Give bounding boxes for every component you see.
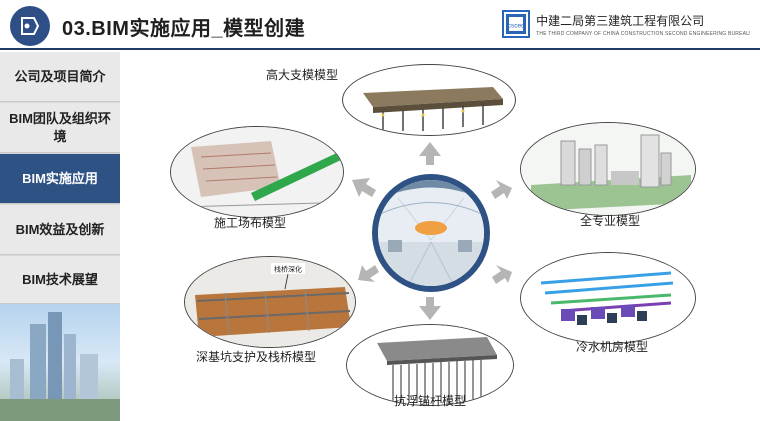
model-label-site-layout: 施工场布模型 bbox=[214, 216, 287, 230]
model-chiller-room[interactable] bbox=[520, 252, 696, 344]
model-label-formwork: 高大支模模型 bbox=[266, 68, 339, 82]
app-logo-icon bbox=[10, 6, 50, 46]
model-formwork[interactable] bbox=[342, 64, 516, 136]
company-logo-text: cscec bbox=[508, 23, 525, 30]
sidebar-item-bim-team[interactable]: BIM团队及组织环境 bbox=[0, 103, 120, 153]
bridge-tag-label: 栈桥深化 bbox=[274, 265, 302, 274]
sidebar-item-label: BIM实施应用 bbox=[22, 170, 98, 186]
sidebar-item-label: BIM技术展望 bbox=[22, 271, 98, 287]
sidebar-item-label: 公司及项目简介 bbox=[14, 68, 106, 84]
center-hub-image bbox=[378, 180, 484, 286]
center-hub bbox=[372, 174, 490, 292]
arrow-up-icon bbox=[419, 142, 441, 165]
arrow-down-icon bbox=[419, 297, 441, 320]
model-anchor-rod[interactable] bbox=[346, 324, 514, 406]
sidebar: 公司及项目简介 BIM团队及组织环境 BIM实施应用 BIM效益及创新 BIM技… bbox=[0, 52, 120, 421]
sidebar-item-label: BIM效益及创新 bbox=[15, 221, 105, 237]
page-title: 03.BIM实施应用_模型创建 bbox=[62, 18, 306, 40]
sidebar-item-label: BIM团队及组织环境 bbox=[9, 110, 111, 144]
model-foundation-pit[interactable]: 栈桥深化 bbox=[184, 256, 356, 348]
sidebar-item-bim-application[interactable]: BIM实施应用 bbox=[0, 154, 120, 204]
city-skyline-image bbox=[0, 304, 120, 421]
company-logo-icon: cscec bbox=[502, 10, 531, 38]
model-diagram: 高大支模模型 施工场布模型 bbox=[120, 52, 760, 421]
arrow-lower-left-icon bbox=[358, 265, 379, 282]
arrow-upper-right-icon bbox=[491, 180, 512, 199]
sidebar-item-company-intro[interactable]: 公司及项目简介 bbox=[0, 52, 120, 102]
model-label-foundation-pit: 深基坑支护及栈桥模型 bbox=[196, 350, 317, 364]
sidebar-item-bim-outlook[interactable]: BIM技术展望 bbox=[0, 256, 120, 304]
direction-arrows bbox=[352, 142, 512, 320]
header-bar: 03.BIM实施应用_模型创建 cscec 中建二局第三建筑工程有限公司 THE… bbox=[0, 0, 760, 50]
model-site-layout[interactable] bbox=[170, 126, 344, 218]
arrow-upper-left-icon bbox=[352, 178, 376, 197]
company-name: 中建二局第三建筑工程有限公司 bbox=[536, 13, 705, 28]
arrow-lower-right-icon bbox=[492, 265, 512, 284]
model-full-specialty[interactable] bbox=[520, 122, 696, 216]
company-brand: cscec 中建二局第三建筑工程有限公司 THE THIRD COMPANY O… bbox=[502, 10, 750, 38]
model-label-anchor-rod: 抗浮锚杆模型 bbox=[394, 394, 467, 408]
sidebar-item-bim-benefits[interactable]: BIM效益及创新 bbox=[0, 205, 120, 255]
model-label-chiller-room: 冷水机房模型 bbox=[576, 340, 649, 354]
model-label-full-specialty: 全专业模型 bbox=[580, 214, 641, 228]
company-name-en: THE THIRD COMPANY OF CHINA CONSTRUCTION … bbox=[536, 30, 750, 37]
